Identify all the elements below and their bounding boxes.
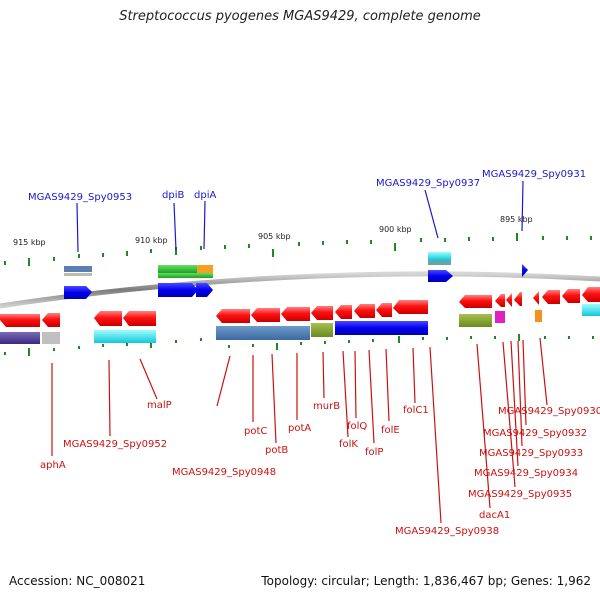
tick-label-905: 905 kbp <box>258 232 291 241</box>
gene-label-murb: murB <box>313 401 340 412</box>
tick-label-895: 895 kbp <box>500 215 533 224</box>
gene-label-apha: aphA <box>40 460 66 471</box>
map-title: Streptococcus pyogenes MGAS9429, complet… <box>119 9 481 24</box>
tick-marks-inner <box>4 334 594 356</box>
reverse-genes <box>0 287 600 327</box>
gene-label-spy0933: MGAS9429_Spy0933 <box>479 448 583 459</box>
leader-lines-reverse <box>51 337 548 524</box>
gene-label-spy0938: MGAS9429_Spy0938 <box>395 526 499 537</box>
genome-info-text: Topology: circular; Length: 1,836,467 bp… <box>261 574 591 588</box>
gene-label-folq: folQ <box>347 421 367 432</box>
gene-label-potc: potC <box>244 426 267 437</box>
gene-label-folp: folP <box>365 447 383 458</box>
gene-label-spy0934: MGAS9429_Spy0934 <box>474 468 578 479</box>
forward-feature-track <box>64 252 451 278</box>
gene-label-fole: folE <box>381 425 400 436</box>
tick-label-910: 910 kbp <box>135 236 168 245</box>
gene-label-dpib: dpiB <box>162 190 184 201</box>
gene-label-spy0931: MGAS9429_Spy0931 <box>482 169 586 180</box>
gene-label-spy0937: MGAS9429_Spy0937 <box>376 178 480 189</box>
gene-label-spy0952: MGAS9429_Spy0952 <box>63 439 167 450</box>
gene-label-spy0935: MGAS9429_Spy0935 <box>468 489 572 500</box>
gene-label-spy0932: MGAS9429_Spy0932 <box>483 428 587 439</box>
tick-marks-outer <box>4 233 592 266</box>
gene-label-daca1: dacA1 <box>479 510 510 521</box>
gene-label-potb: potB <box>265 445 288 456</box>
tick-label-900: 900 kbp <box>379 225 412 234</box>
gene-label-folc1: folC1 <box>403 405 429 416</box>
gene-label-pota: potA <box>288 423 311 434</box>
reverse-feature-track <box>0 304 600 344</box>
forward-genes <box>64 264 528 299</box>
gene-label-spy0930: MGAS9429_Spy0930 <box>498 406 600 417</box>
gene-label-spy0953: MGAS9429_Spy0953 <box>28 192 132 203</box>
leader-lines-forward <box>76 180 524 253</box>
gene-label-spy0948: MGAS9429_Spy0948 <box>172 467 276 478</box>
accession-text: Accession: NC_008021 <box>9 574 146 588</box>
gene-label-dpia: dpiA <box>194 190 216 201</box>
gene-label-malp: malP <box>147 400 172 411</box>
gene-label-folk: folK <box>339 439 358 450</box>
tick-label-915: 915 kbp <box>13 238 46 247</box>
